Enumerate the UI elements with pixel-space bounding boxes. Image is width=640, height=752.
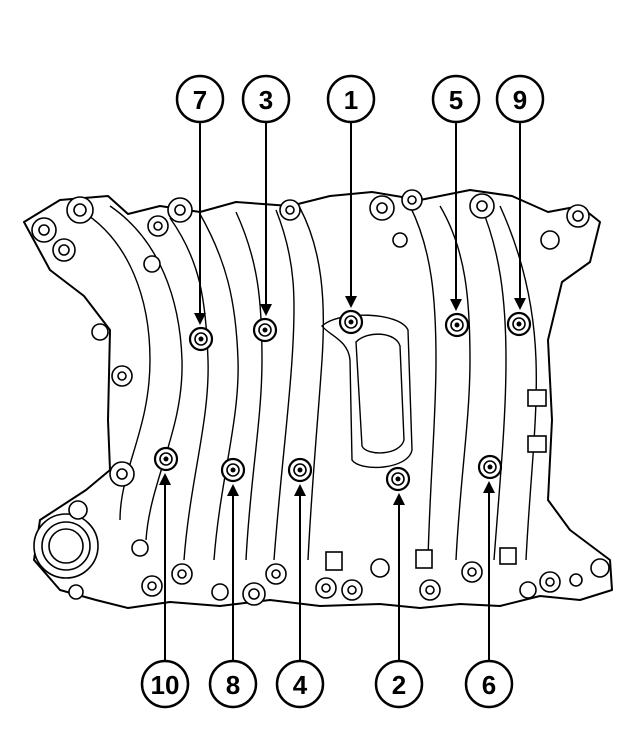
callout-circle bbox=[464, 659, 514, 709]
bolt-center bbox=[297, 467, 303, 473]
arrow-icon bbox=[294, 484, 306, 496]
callout-circle bbox=[374, 659, 424, 709]
arrow-icon bbox=[159, 473, 171, 485]
callout-number: 5 bbox=[449, 85, 463, 115]
arrow-icon bbox=[345, 296, 357, 308]
callout-circle bbox=[208, 659, 258, 709]
callout-number: 4 bbox=[293, 670, 308, 700]
bolt-center bbox=[516, 321, 522, 327]
intake-manifold-drawing bbox=[23, 189, 613, 609]
bolt-center bbox=[487, 464, 493, 470]
callout-circle bbox=[175, 74, 225, 124]
arrow-icon bbox=[514, 298, 526, 310]
bolt-callout-5: 5 bbox=[431, 74, 481, 338]
bolt-center bbox=[454, 322, 460, 328]
bolt-center bbox=[262, 327, 268, 333]
bolt-callout-2: 2 bbox=[374, 466, 424, 709]
bolt-callout-7: 7 bbox=[175, 74, 225, 352]
callout-circle bbox=[241, 74, 291, 124]
arrow-icon bbox=[483, 481, 495, 493]
callout-number: 8 bbox=[226, 670, 240, 700]
bolt-center bbox=[198, 336, 204, 342]
callout-circle bbox=[326, 74, 376, 124]
bolt-callout-4: 4 bbox=[275, 457, 325, 709]
arrow-icon bbox=[260, 304, 272, 316]
bolt-callout-1: 1 bbox=[326, 74, 376, 335]
callout-number: 6 bbox=[482, 670, 496, 700]
arrow-icon bbox=[194, 313, 206, 325]
callout-circle bbox=[275, 659, 325, 709]
callout-number: 3 bbox=[259, 85, 273, 115]
bolt-callout-8: 8 bbox=[208, 457, 258, 709]
bolt-center bbox=[395, 476, 401, 482]
arrow-icon bbox=[227, 484, 239, 496]
bolt-center bbox=[163, 456, 169, 462]
arrow-icon bbox=[450, 299, 462, 311]
callout-circle bbox=[431, 74, 481, 124]
callout-number: 7 bbox=[193, 85, 207, 115]
bolt-center bbox=[348, 319, 354, 325]
bolt-callout-3: 3 bbox=[241, 74, 291, 343]
callout-number: 2 bbox=[392, 670, 406, 700]
callout-circle bbox=[495, 74, 545, 124]
callout-number: 10 bbox=[151, 670, 180, 700]
bolt-center bbox=[230, 467, 236, 473]
callout-number: 9 bbox=[513, 85, 527, 115]
bolt-callouts: 7 3 1 5 9 10 8 4 2 6 bbox=[140, 74, 545, 709]
callout-number: 1 bbox=[344, 85, 358, 115]
bolt-callout-6: 6 bbox=[464, 454, 514, 709]
bolt-callout-10: 10 bbox=[140, 446, 190, 709]
callout-circle bbox=[140, 659, 190, 709]
arrow-icon bbox=[393, 493, 405, 505]
bolt-callout-9: 9 bbox=[495, 74, 545, 337]
